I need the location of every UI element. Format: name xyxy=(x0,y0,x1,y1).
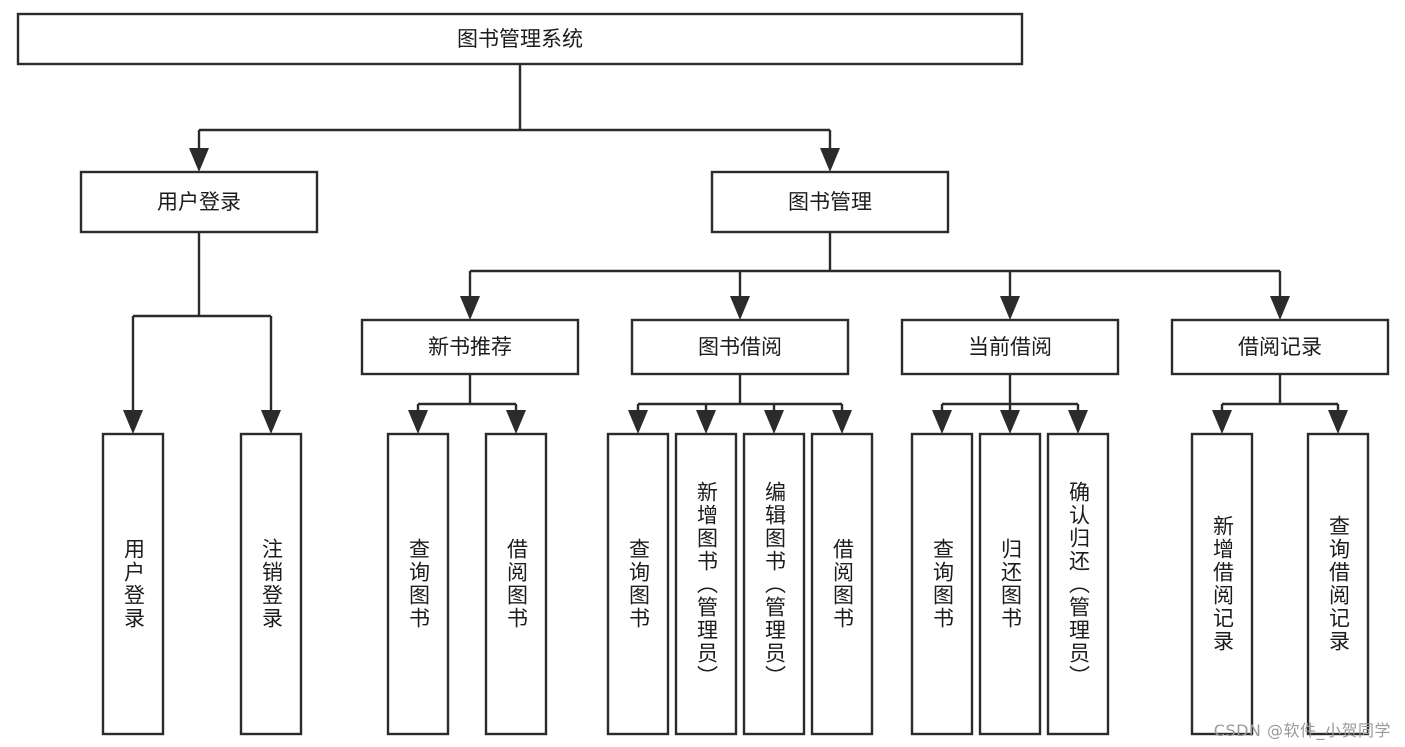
arrow-head-leaf-confirm-return-admin xyxy=(1068,410,1088,434)
leaf-add-borrow-record[interactable] xyxy=(1190,432,1254,736)
arrow-head-current-borrow xyxy=(1000,296,1020,320)
node-book-borrow[interactable] xyxy=(630,318,850,376)
node-current-borrow-label: 当前借阅 xyxy=(968,335,1052,359)
leaf-edit-book-admin[interactable] xyxy=(742,432,806,736)
leaf-borrow-book-recommend[interactable] xyxy=(484,432,548,736)
node-book-borrow-label: 图书借阅 xyxy=(698,335,782,359)
connector-layer xyxy=(123,64,1348,434)
arrow-head-leaf-logout xyxy=(261,410,281,434)
node-layer: 图书管理系统 用户登录 图书管理 新书推荐 图书借阅 当前借阅 借阅记录 xyxy=(16,12,1390,736)
arrow-head-leaf-borrow-book xyxy=(832,410,852,434)
arrow-head-leaf-query-book-current xyxy=(932,410,952,434)
arrow-head-leaf-query-book xyxy=(628,410,648,434)
leaf-query-book[interactable] xyxy=(606,432,670,736)
node-root-label: 图书管理系统 xyxy=(457,27,583,51)
node-book-management-label: 图书管理 xyxy=(788,190,872,214)
leaf-return-book[interactable] xyxy=(978,432,1042,736)
arrow-head-borrow-record xyxy=(1270,296,1290,320)
leaf-query-book-recommend[interactable] xyxy=(386,432,450,736)
node-user-login-label: 用户登录 xyxy=(157,190,241,214)
arrow-head-new-book-recommend xyxy=(460,296,480,320)
arrow-head-leaf-borrow-book-recommend xyxy=(506,410,526,434)
node-new-book-recommend-label: 新书推荐 xyxy=(428,335,512,359)
node-book-management[interactable] xyxy=(710,170,950,234)
arrow-head-leaf-query-borrow-record xyxy=(1328,410,1348,434)
leaf-query-book-current[interactable] xyxy=(910,432,974,736)
arrow-head-leaf-add-book-admin xyxy=(696,410,716,434)
arrow-head-leaf-user-login xyxy=(123,410,143,434)
arrow-head-user-login xyxy=(189,148,209,172)
csdn-watermark: CSDN @软件_小贺同学 xyxy=(1213,721,1391,740)
leaf-query-borrow-record[interactable] xyxy=(1306,432,1370,736)
node-user-login[interactable] xyxy=(79,170,319,234)
arrow-head-leaf-query-book-recommend xyxy=(408,410,428,434)
arrow-head-book-management xyxy=(820,148,840,172)
node-root-book-management-system[interactable] xyxy=(16,12,1024,66)
leaf-confirm-return-admin[interactable] xyxy=(1046,432,1110,736)
node-new-book-recommend[interactable] xyxy=(360,318,580,376)
node-current-borrow[interactable] xyxy=(900,318,1120,376)
node-borrow-record-label: 借阅记录 xyxy=(1238,335,1322,359)
arrow-head-leaf-edit-book-admin xyxy=(764,410,784,434)
arrow-head-leaf-return-book xyxy=(1000,410,1020,434)
leaf-borrow-book[interactable] xyxy=(810,432,874,736)
arrow-head-book-borrow xyxy=(730,296,750,320)
leaf-logout[interactable] xyxy=(239,432,303,736)
leaf-add-book-admin[interactable] xyxy=(674,432,738,736)
leaf-user-login[interactable] xyxy=(101,432,165,736)
arrow-head-leaf-add-borrow-record xyxy=(1212,410,1232,434)
node-borrow-record[interactable] xyxy=(1170,318,1390,376)
